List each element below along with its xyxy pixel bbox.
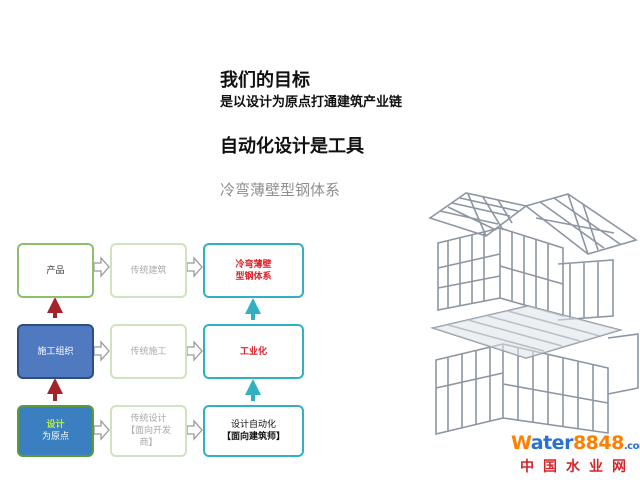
arrow-r3-a — [93, 419, 110, 441]
box-design-automation: 设计自动化 【面向建筑师】 — [203, 405, 304, 457]
design-automation-line1: 设计自动化 — [230, 420, 276, 430]
design-origin-line2: 为原点 — [41, 432, 69, 442]
design-automation-line2: 【面向建筑师】 — [221, 432, 285, 442]
arrow-r3-b — [186, 419, 203, 441]
watermark-domain: .com — [623, 441, 640, 452]
box-traditional-construction: 传统施工 — [110, 324, 187, 379]
goal-subheading: 是以设计为原点打通建筑产业链 — [220, 95, 403, 110]
system-heading: 冷弯薄壁型钢体系 — [220, 181, 341, 199]
flow-arrows — [47, 256, 261, 441]
watermark-num: 8848 — [572, 432, 624, 454]
box-product: 产品 — [17, 243, 94, 298]
box-traditional-building: 传统建筑 — [110, 243, 187, 298]
box-industrialization: 工业化 — [203, 324, 304, 379]
arrow-r1-b — [186, 256, 203, 278]
watermark-ater: ater — [530, 432, 574, 454]
arrow-r2-a — [93, 340, 110, 362]
box-construction-org: 施工组织 — [17, 324, 94, 379]
watermark-cn: 中国水业网 — [520, 459, 635, 475]
box-design-origin: 设计 为原点 — [17, 405, 94, 457]
watermark-logo: Water8848.com — [511, 432, 640, 454]
box-traditional-design: 传统设计 【面向开发 商】 — [110, 405, 187, 457]
steel-frame-house-image — [428, 192, 639, 436]
tool-heading: 自动化设计是工具 — [220, 136, 364, 157]
arrow-r2-b — [186, 340, 203, 362]
design-origin-line1: 设计 — [46, 420, 65, 430]
box-cold-formed-steel: 冷弯薄壁 型钢体系 — [203, 243, 304, 298]
goal-heading: 我们的目标 — [220, 70, 310, 91]
watermark-w: W — [511, 432, 531, 454]
arrow-r1-a — [93, 256, 110, 278]
